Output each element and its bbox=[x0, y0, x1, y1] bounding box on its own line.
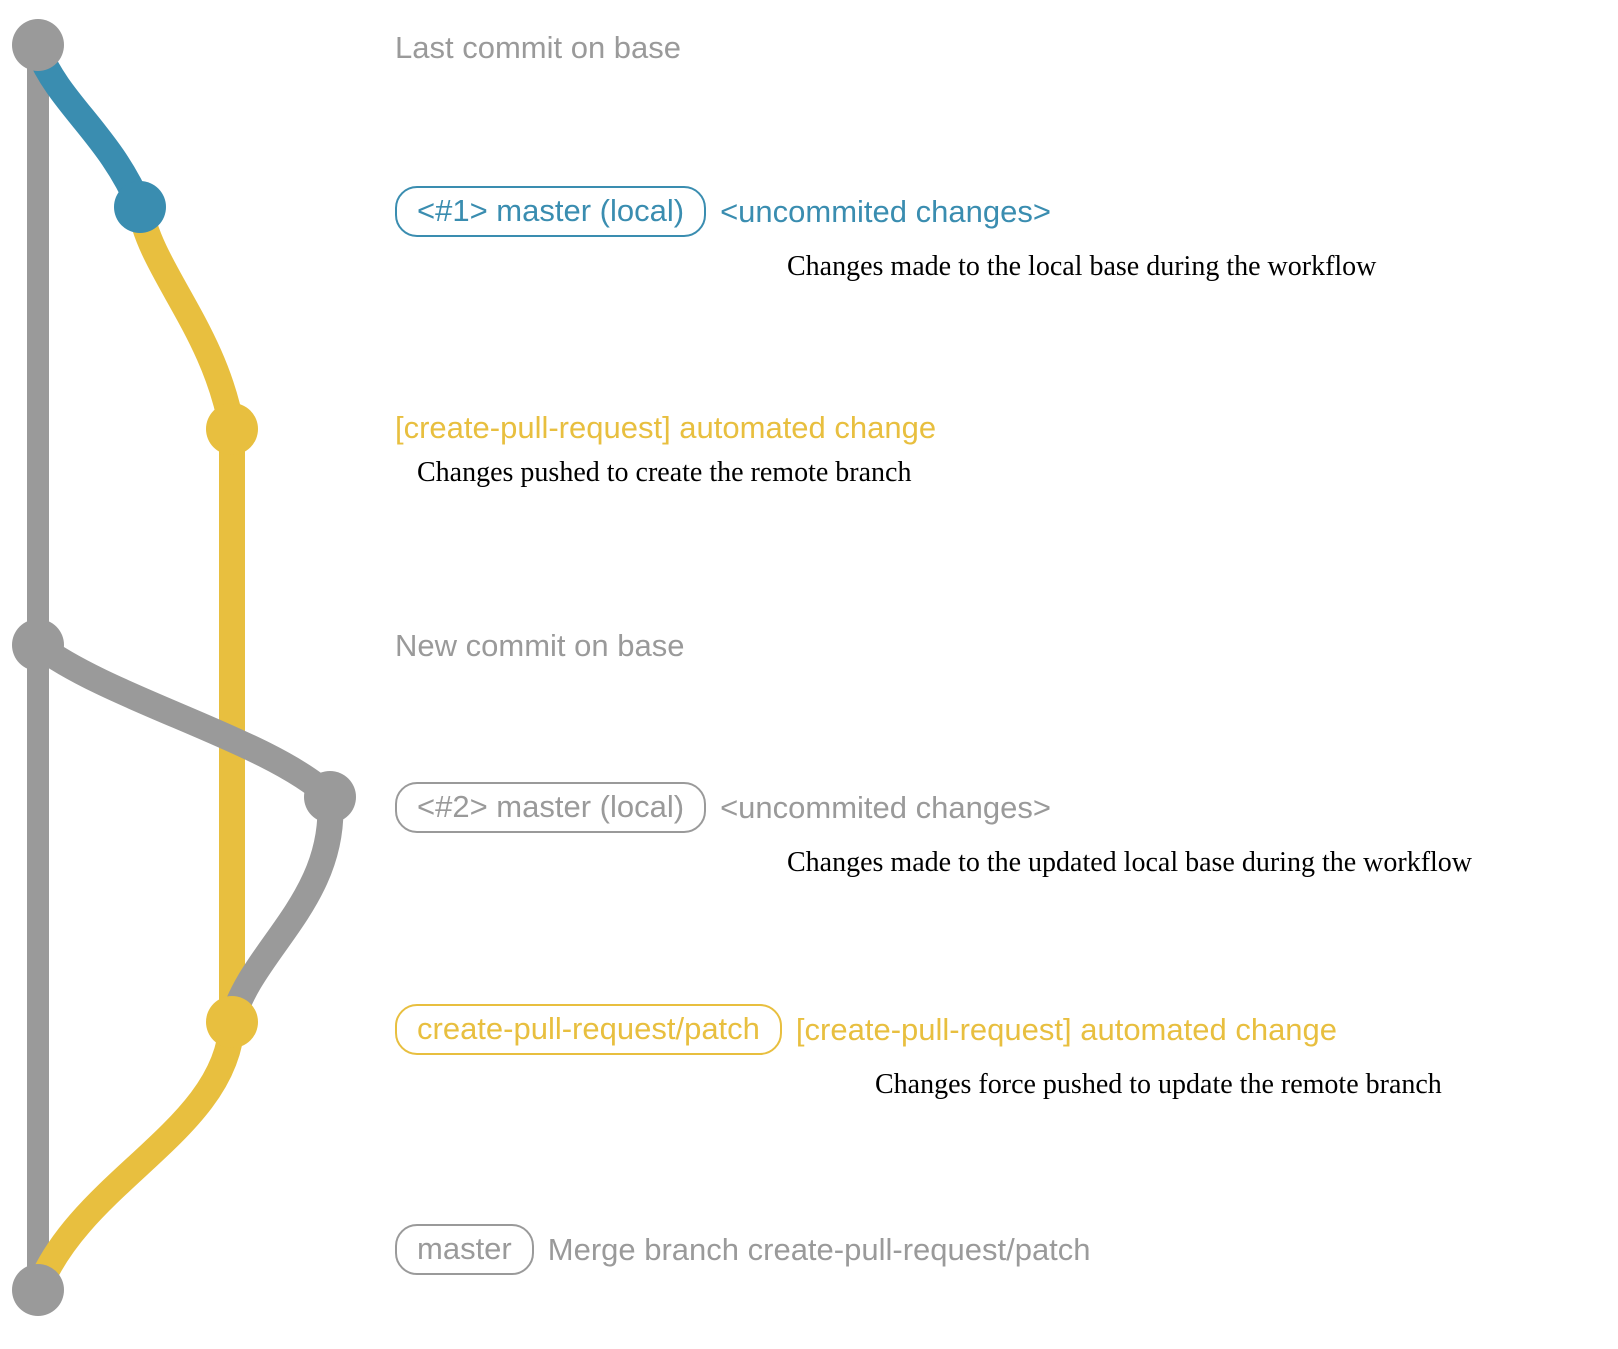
commit-node-merge[interactable] bbox=[12, 1264, 64, 1316]
commit-subject: New commit on base bbox=[395, 628, 685, 663]
ref-badge-master-local-2[interactable]: <#2> master (local) bbox=[395, 782, 707, 833]
commit-subject: <uncommited changes> bbox=[720, 194, 1051, 229]
commit-subject: [create-pull-request] automated change bbox=[795, 1012, 1338, 1047]
row-head: New commit on base bbox=[395, 630, 684, 661]
commit-description: Changes pushed to create the remote bran… bbox=[417, 457, 912, 488]
commit-subject: <uncommited changes> bbox=[720, 790, 1051, 825]
commit-description: Changes made to the updated local base d… bbox=[787, 847, 1473, 878]
ref-badge-master-local-1[interactable]: <#1> master (local) bbox=[395, 186, 707, 237]
row-head: create-pull-request/patch [create-pull-r… bbox=[395, 1004, 1442, 1055]
graph-row-last-commit-on-base: Last commit on base bbox=[395, 32, 681, 63]
commit-subject: Last commit on base bbox=[395, 30, 682, 65]
branch-line-patch2-to-merge bbox=[25, 1009, 245, 1303]
ref-badge-master[interactable]: master bbox=[395, 1224, 534, 1275]
graph-row-automated-change-1: [create-pull-request] automated change C… bbox=[395, 412, 936, 489]
commit-node-local-1[interactable] bbox=[114, 181, 166, 233]
branch-line-base-to-local2 bbox=[25, 632, 343, 810]
ref-badge-create-pull-request-patch[interactable]: create-pull-request/patch bbox=[395, 1004, 782, 1055]
commit-node-base-new[interactable] bbox=[12, 619, 64, 671]
commit-node-patch-2[interactable] bbox=[206, 996, 258, 1048]
row-head: [create-pull-request] automated change bbox=[395, 412, 936, 443]
row-head: master Merge branch create-pull-request/… bbox=[395, 1224, 1091, 1275]
graph-row-new-commit-on-base: New commit on base bbox=[395, 630, 684, 661]
commit-node-base-top[interactable] bbox=[12, 19, 64, 71]
graph-row-master-local-1: <#1> master (local) <uncommited changes>… bbox=[395, 186, 1376, 283]
commit-subject: Merge branch create-pull-request/patch bbox=[547, 1232, 1091, 1267]
commit-node-patch-1[interactable] bbox=[206, 403, 258, 455]
commit-node-local-2[interactable] bbox=[304, 771, 356, 823]
git-graph bbox=[0, 0, 420, 1344]
graph-row-automated-change-2: create-pull-request/patch [create-pull-r… bbox=[395, 1004, 1442, 1101]
commit-subject: [create-pull-request] automated change bbox=[395, 410, 937, 445]
row-head: <#2> master (local) <uncommited changes> bbox=[395, 782, 1472, 833]
graph-row-master-local-2: <#2> master (local) <uncommited changes>… bbox=[395, 782, 1472, 879]
row-head: <#1> master (local) <uncommited changes> bbox=[395, 186, 1376, 237]
row-head: Last commit on base bbox=[395, 32, 681, 63]
commit-description: Changes made to the local base during th… bbox=[787, 251, 1377, 282]
commit-description: Changes force pushed to update the remot… bbox=[875, 1069, 1442, 1100]
graph-row-merge-commit: master Merge branch create-pull-request/… bbox=[395, 1224, 1091, 1275]
branch-line-local2-to-patch2 bbox=[219, 784, 344, 1035]
